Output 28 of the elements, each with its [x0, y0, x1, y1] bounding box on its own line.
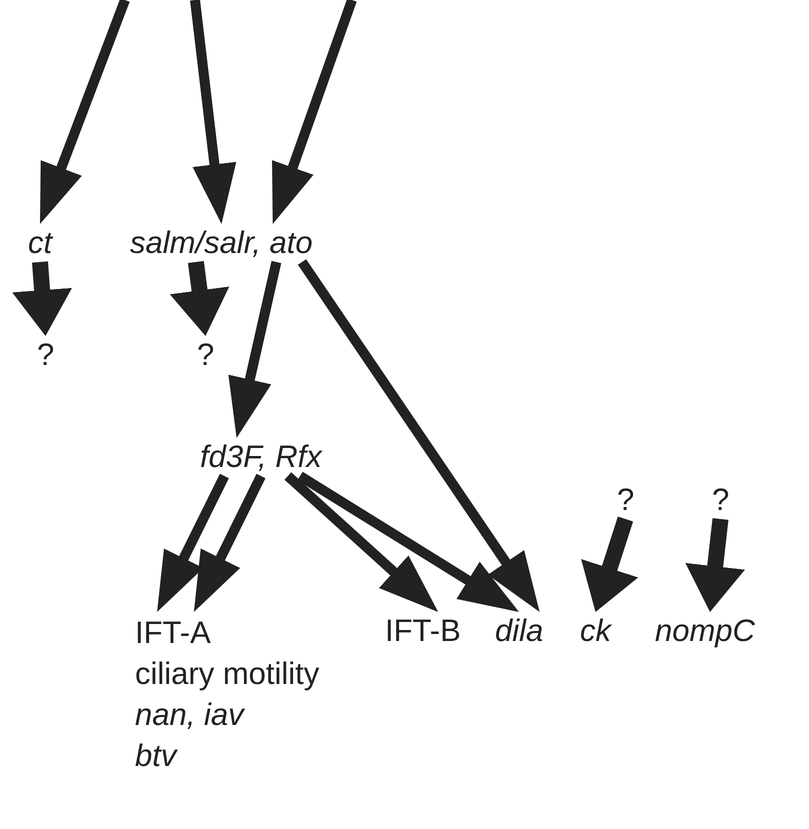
- arrow: [297, 472, 519, 612]
- arrow: [581, 516, 638, 612]
- arrow: [194, 474, 266, 612]
- arrow: [190, 0, 236, 224]
- gene-label: IFT-A: [135, 614, 211, 652]
- gene-label: ciliary motility: [135, 655, 320, 693]
- arrow: [284, 472, 438, 612]
- arrow: [272, 0, 357, 224]
- gene-label: nompC: [655, 612, 755, 650]
- question-mark: ?: [197, 336, 214, 374]
- question-mark: ?: [712, 481, 730, 519]
- gene-label: salm/salr, ato: [130, 224, 313, 262]
- gene-label: IFT-B: [385, 612, 461, 650]
- gene-label: ct: [28, 224, 52, 262]
- gene-label: nan, iav: [135, 696, 244, 734]
- gene-label: ck: [580, 612, 611, 650]
- arrow: [157, 474, 229, 612]
- gene-label: fd3F, Rfx: [200, 438, 322, 476]
- arrow: [685, 518, 745, 612]
- arrow: [12, 261, 72, 336]
- arrow: [298, 259, 540, 612]
- question-mark: ?: [617, 481, 634, 519]
- gene-label: btv: [135, 737, 176, 775]
- gene-label: dila: [495, 612, 544, 650]
- question-mark: ?: [37, 336, 54, 374]
- arrow: [40, 0, 130, 224]
- arrow: [170, 260, 230, 336]
- arrow: [228, 260, 282, 438]
